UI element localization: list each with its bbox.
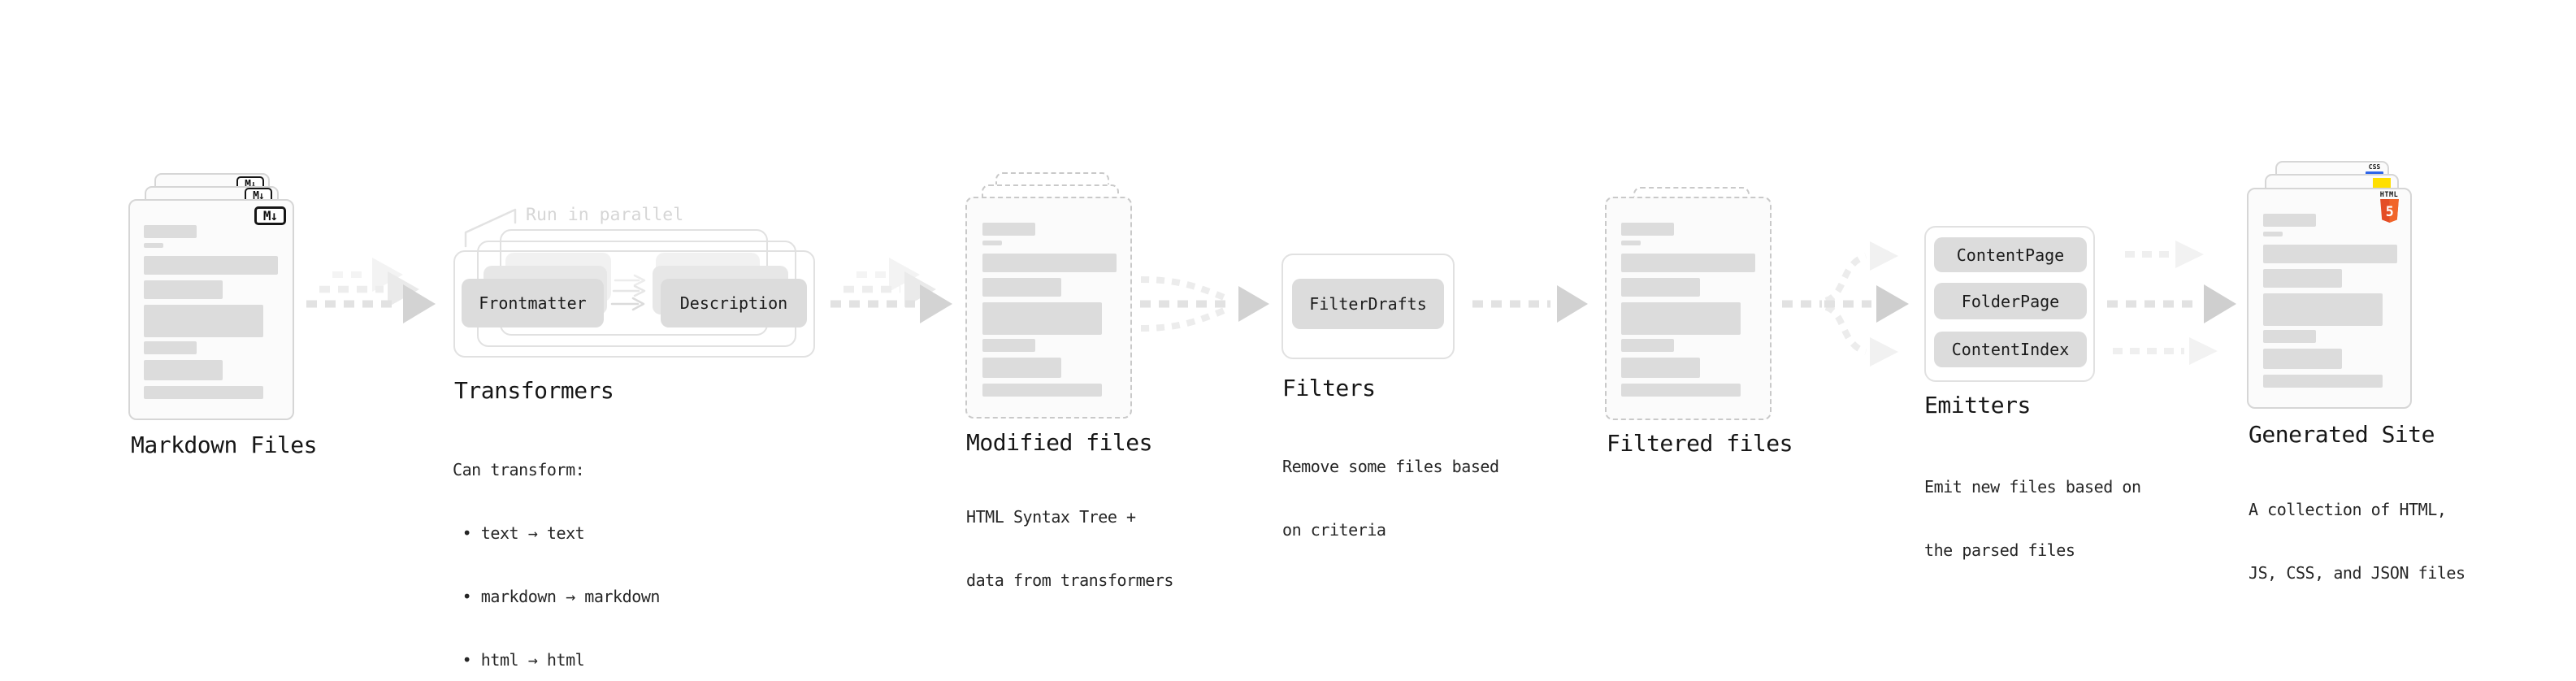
stage-desc-emitters: Emit new files based on the parsed files bbox=[1924, 477, 2141, 560]
css-icon: CSS bbox=[2366, 164, 2383, 175]
markdown-icon: M↓ bbox=[254, 206, 286, 225]
flow-arrow-emitters-to-generated bbox=[2107, 241, 2236, 365]
placeholder-bar bbox=[1621, 278, 1700, 297]
stage-title-generated-site: Generated Site bbox=[2249, 421, 2435, 448]
flow-arrow-transformers-to-modified bbox=[830, 258, 952, 323]
stage-title-emitters: Emitters bbox=[1924, 392, 2031, 419]
file-card bbox=[128, 199, 294, 420]
placeholder-bar bbox=[982, 384, 1102, 397]
placeholder-bar bbox=[1621, 384, 1741, 397]
stage-title-filters: Filters bbox=[1282, 375, 1376, 401]
placeholder-bar bbox=[144, 243, 163, 248]
placeholder-bar bbox=[144, 305, 263, 337]
stage-desc-generated-site: A collection of HTML, JS, CSS, and JSON … bbox=[2249, 500, 2465, 583]
placeholder-bar bbox=[144, 360, 223, 380]
placeholder-bar bbox=[1621, 302, 1741, 335]
stage-title-modified-files: Modified files bbox=[966, 429, 1153, 456]
placeholder-bar bbox=[2263, 375, 2383, 388]
stage-desc-filters: Remove some files based on criteria bbox=[1282, 457, 1499, 540]
stage-title-filtered-files: Filtered files bbox=[1607, 430, 1793, 457]
stage-title-markdown-files: Markdown Files bbox=[131, 432, 318, 458]
placeholder-bar bbox=[982, 278, 1061, 297]
placeholder-bar bbox=[982, 339, 1035, 352]
placeholder-bar bbox=[1621, 339, 1674, 352]
placeholder-bar bbox=[2263, 330, 2316, 343]
transformer-pill-description: Description bbox=[661, 279, 807, 327]
transformer-pill-frontmatter: Frontmatter bbox=[462, 279, 604, 327]
flow-arrow-filtered-to-emitters bbox=[1782, 241, 1909, 367]
placeholder-bar bbox=[982, 358, 1061, 378]
placeholder-bar bbox=[144, 386, 263, 399]
placeholder-bar bbox=[1621, 241, 1641, 245]
placeholder-bar bbox=[982, 223, 1035, 236]
run-in-parallel-label: Run in parallel bbox=[526, 205, 684, 225]
emitter-pill-contentpage: ContentPage bbox=[1934, 237, 2087, 272]
placeholder-bar bbox=[144, 341, 197, 354]
placeholder-bar bbox=[144, 280, 223, 299]
placeholder-bar bbox=[144, 256, 278, 275]
placeholder-bar bbox=[1621, 358, 1700, 378]
file-card bbox=[2247, 188, 2412, 409]
placeholder-bar bbox=[2263, 245, 2397, 263]
flow-arrow-markdown-to-transformers bbox=[306, 258, 436, 323]
flow-arrow-modified-to-filters bbox=[1140, 276, 1269, 332]
placeholder-bar bbox=[2263, 349, 2342, 369]
file-card bbox=[965, 197, 1132, 419]
placeholder-bar bbox=[982, 254, 1117, 272]
placeholder-bar bbox=[2263, 214, 2316, 227]
html5-icon: HTML 5 bbox=[2379, 192, 2400, 223]
placeholder-bar bbox=[2263, 269, 2342, 288]
parallel-box-front bbox=[453, 250, 815, 358]
placeholder-bar bbox=[2263, 293, 2383, 326]
flow-arrow-filters-to-filtered bbox=[1472, 285, 1588, 323]
placeholder-bar bbox=[982, 241, 1002, 245]
svg-text:5: 5 bbox=[2385, 204, 2393, 219]
filter-pill-filterdrafts: FilterDrafts bbox=[1292, 279, 1444, 329]
stage-desc-transformers: Can transform: • text → text • markdown … bbox=[453, 460, 661, 670]
placeholder-bar bbox=[2263, 232, 2283, 236]
emitter-pill-contentindex: ContentIndex bbox=[1934, 332, 2087, 367]
placeholder-bar bbox=[144, 225, 197, 238]
stage-title-transformers: Transformers bbox=[454, 377, 614, 404]
placeholder-bar bbox=[1621, 223, 1674, 236]
placeholder-bar bbox=[982, 302, 1102, 335]
placeholder-bar bbox=[1621, 254, 1755, 272]
stage-desc-modified-files: HTML Syntax Tree + data from transformer… bbox=[966, 507, 1174, 590]
emitter-pill-folderpage: FolderPage bbox=[1934, 283, 2087, 319]
file-card bbox=[1605, 197, 1772, 420]
